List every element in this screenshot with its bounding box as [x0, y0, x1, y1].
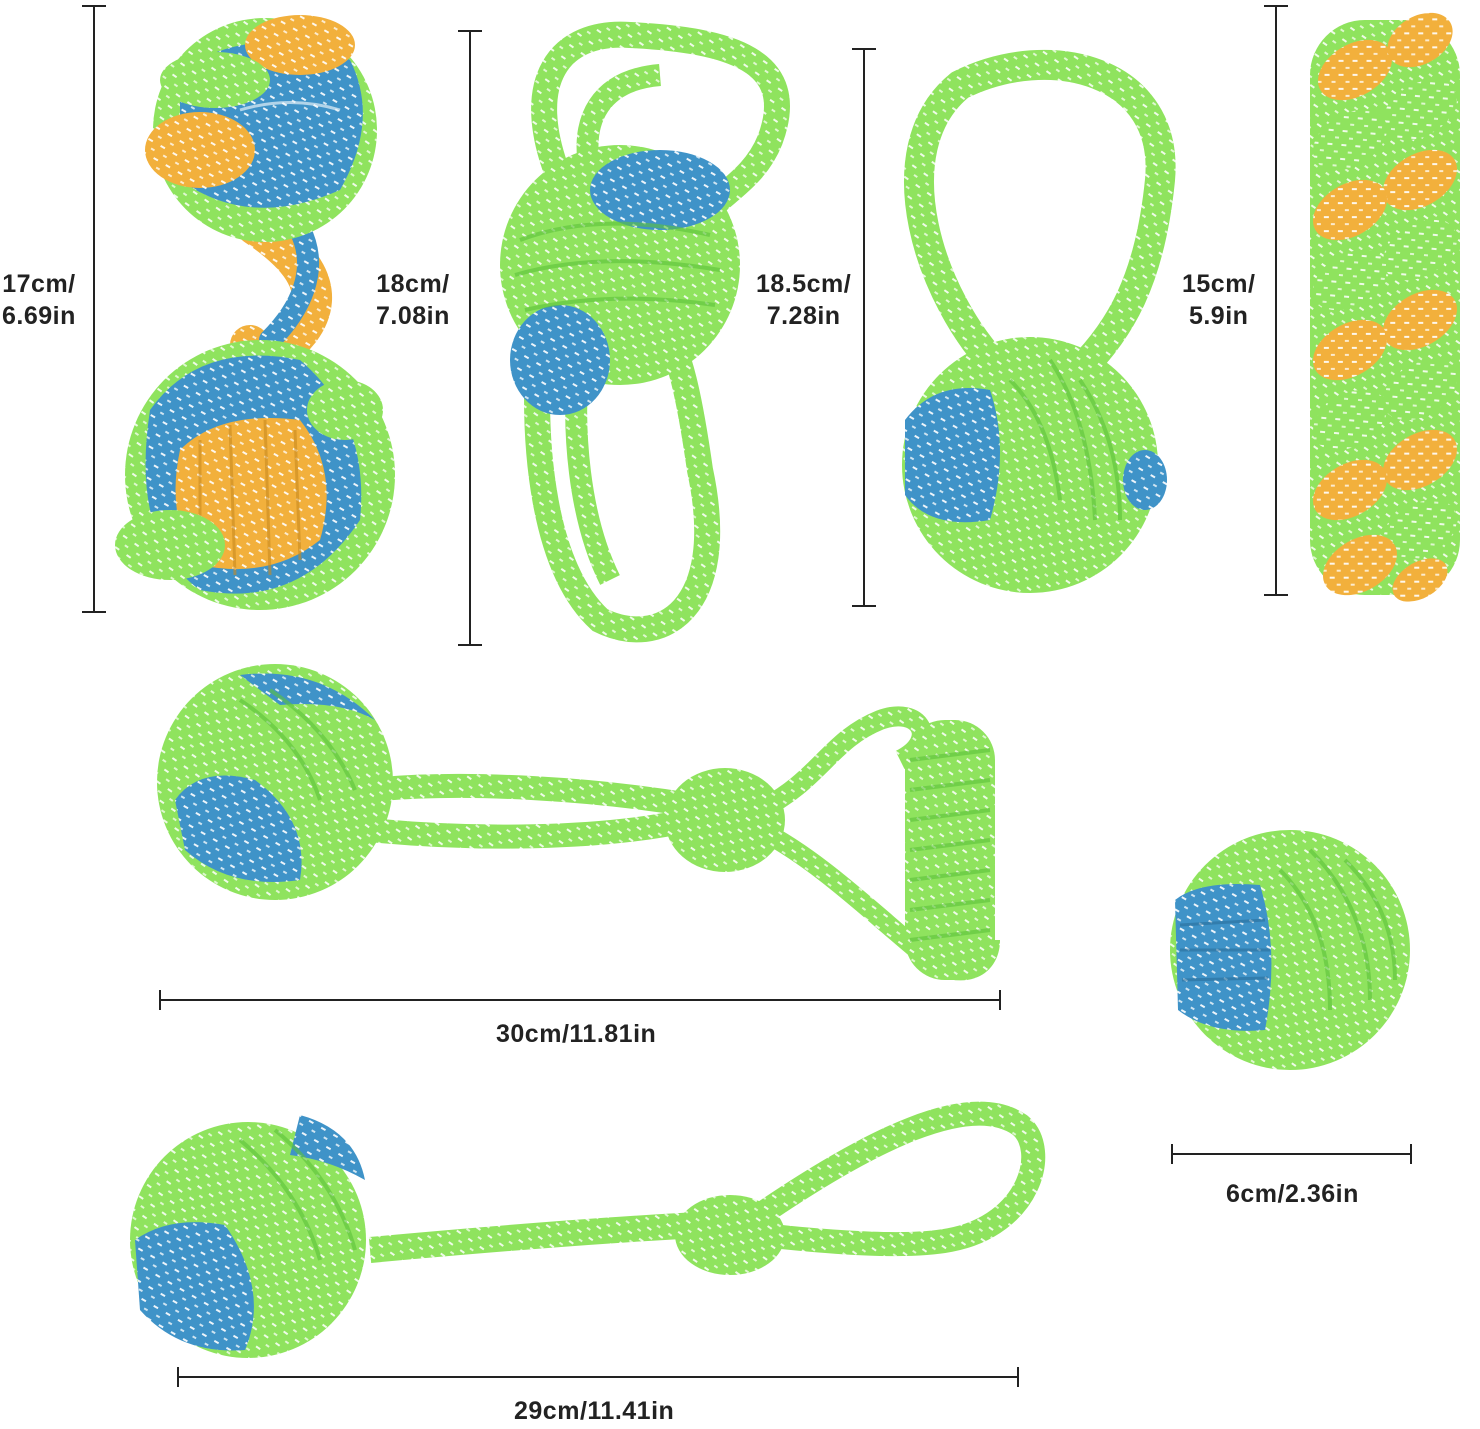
- dumbbell-ball-toy-size-in: 6.69in: [2, 302, 76, 330]
- braided-stick-toy-size-cm: 15cm/: [1182, 270, 1256, 298]
- measure-line-braided: [1264, 5, 1288, 596]
- double-loop-ball-toy-size-label: 18cm/ 7.08in: [376, 268, 450, 332]
- dumbbell-ball-toy-size-label: 17cm/ 6.69in: [2, 268, 76, 332]
- dumbbell-ball-toy-size-cm: 17cm/: [2, 270, 76, 298]
- braided-stick-toy-size-in: 5.9in: [1188, 302, 1249, 330]
- braided-stick-toy-image: [1310, 12, 1460, 602]
- braided-stick-toy-size-label: 15cm/ 5.9in: [1182, 268, 1255, 332]
- measure-line-double-loop: [458, 30, 482, 646]
- measure-line-small-ball: [1171, 1144, 1412, 1164]
- small-rope-ball-toy-size-label: 6cm/2.36in: [1226, 1180, 1359, 1208]
- measure-lines: [82, 5, 1412, 1387]
- double-loop-ball-toy-image: [500, 21, 790, 643]
- double-loop-ball-toy-size-in: 7.08in: [376, 302, 450, 330]
- single-loop-ball-toy-size-cm: 18.5cm/: [756, 270, 852, 298]
- double-loop-ball-toy-size-cm: 18cm/: [376, 270, 450, 298]
- dumbbell-ball-toy-image: [115, 15, 395, 610]
- ball-handle-tug-toy-image: [157, 664, 1000, 981]
- single-loop-ball-toy-size-label: 18.5cm/ 7.28in: [756, 268, 851, 332]
- single-loop-ball-toy-image: [902, 49, 1176, 593]
- measure-line-single-loop: [852, 48, 876, 607]
- ball-loop-tug-toy-size-label: 29cm/11.41in: [514, 1397, 675, 1425]
- ball-handle-tug-toy-size-label: 30cm/11.81in: [496, 1020, 657, 1048]
- measure-line-ball-loop: [177, 1367, 1019, 1387]
- small-rope-ball-toy-image: [1170, 830, 1410, 1070]
- measure-line-ball-handle: [159, 990, 1001, 1010]
- ball-loop-tug-toy-image: [130, 1101, 1046, 1358]
- measure-line-dumbbell: [82, 5, 106, 613]
- single-loop-ball-toy-size-in: 7.28in: [766, 302, 841, 330]
